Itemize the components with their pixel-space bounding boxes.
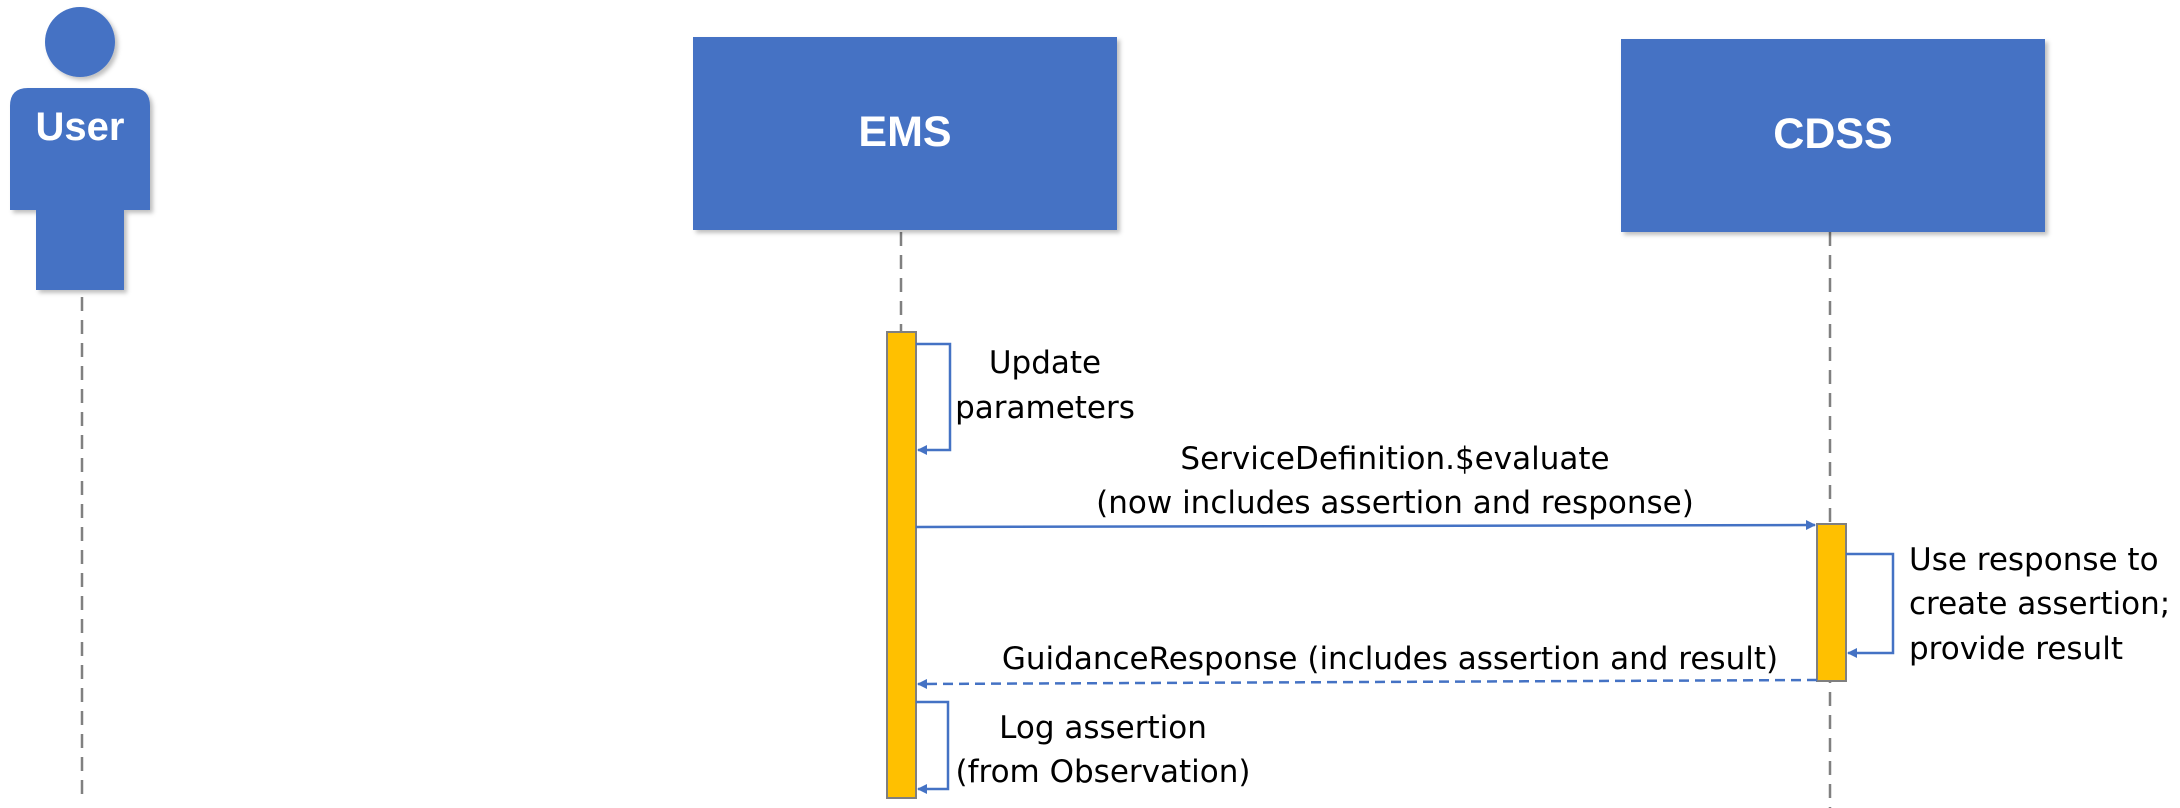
use-response-label-line3: provide result [1909, 631, 2123, 667]
cdss-box-label: CDSS [1773, 110, 1892, 158]
user-body-icon [10, 88, 150, 290]
update-self-arrow [916, 342, 952, 455]
log-label-line1: Log assertion [999, 710, 1207, 746]
ems-box [693, 37, 1117, 230]
use-response-label-line1: Use response to [1909, 542, 2159, 578]
ems-box-label: EMS [858, 108, 951, 156]
update-label-line2: parameters [955, 390, 1135, 426]
ems-activation-bar [886, 331, 917, 799]
update-label-line1: Update [989, 345, 1101, 381]
guidance-label: GuidanceResponse (includes assertion and… [1002, 641, 1778, 677]
guidance-return-arrow [917, 678, 1818, 689]
user-actor [10, 7, 150, 290]
cdss-activation-bar [1816, 523, 1847, 682]
user-head-icon [45, 7, 115, 77]
evaluate-arrow [915, 520, 1816, 531]
use-response-label-line2: create assertion; [1909, 586, 2170, 622]
use-response-self-arrow [1846, 552, 1895, 658]
log-label-line2: (from Observation) [956, 754, 1251, 790]
evaluate-label-line1: ServiceDefinition.$evaluate [1180, 441, 1609, 477]
log-self-arrow [916, 700, 950, 794]
user-actor-label: User [36, 105, 125, 149]
evaluate-label-line2: (now includes assertion and response) [1096, 485, 1694, 521]
cdss-box [1621, 39, 2045, 232]
